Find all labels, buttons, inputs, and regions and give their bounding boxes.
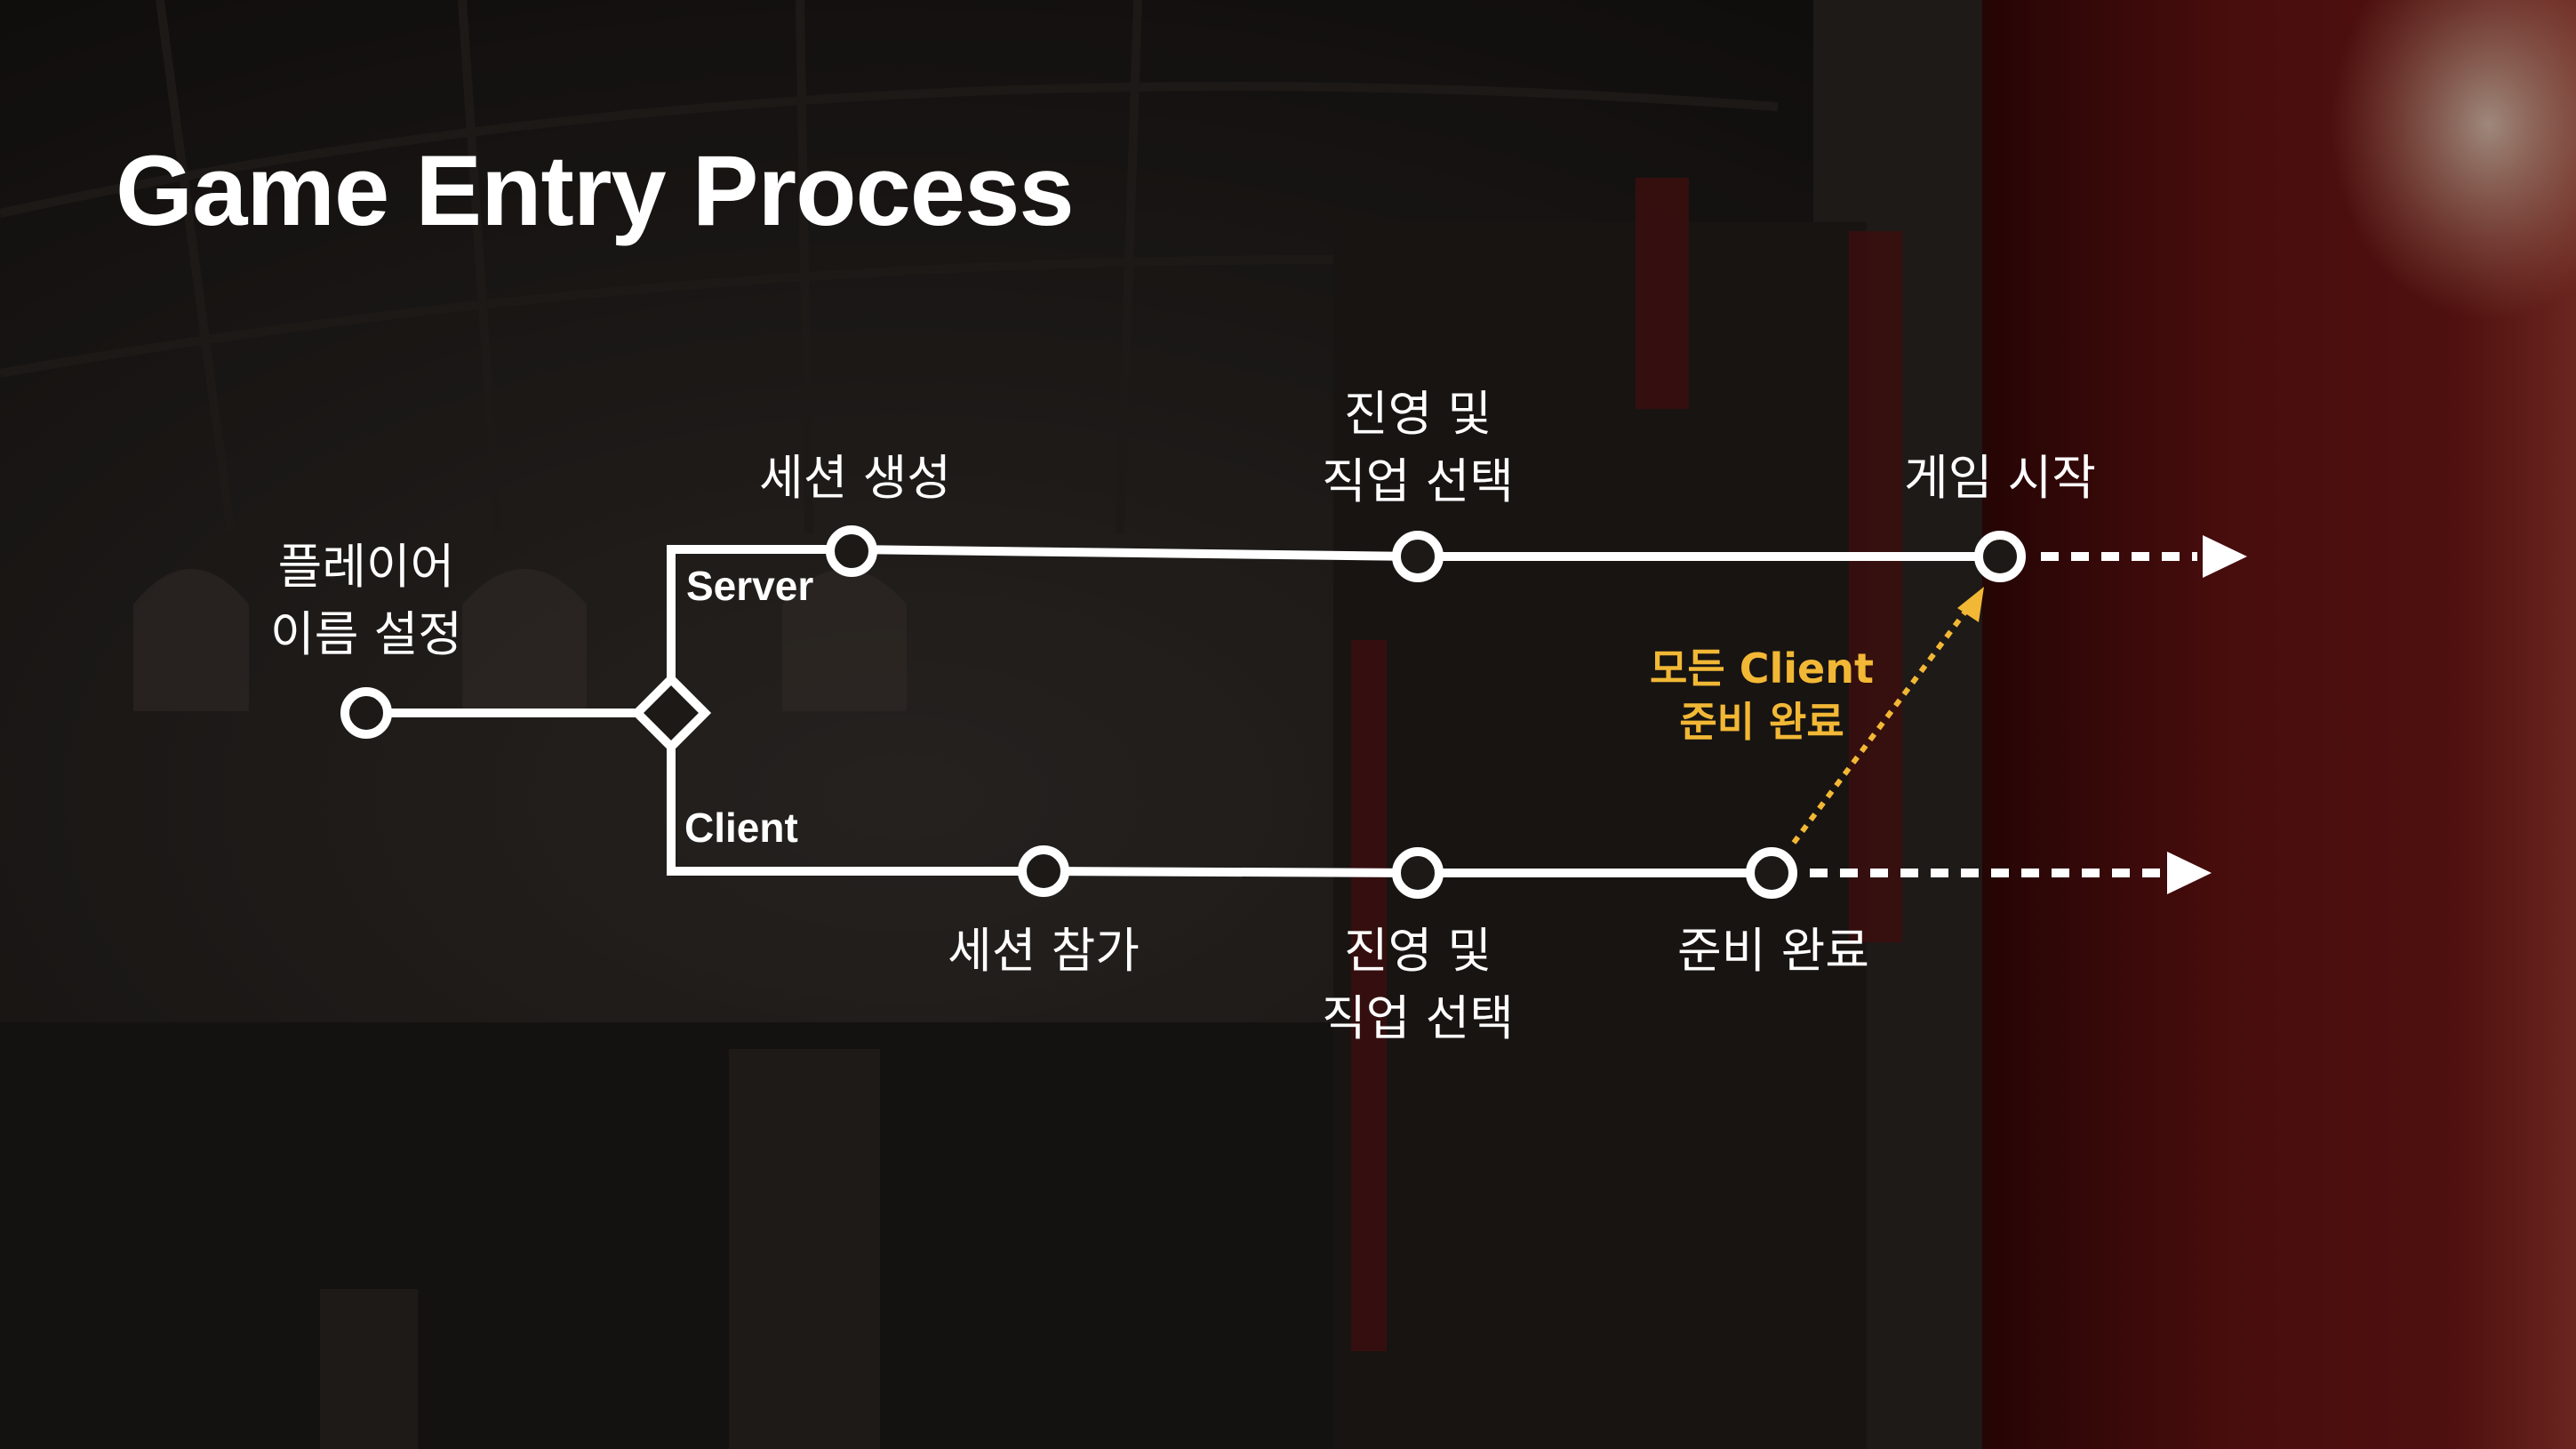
node-create-session xyxy=(826,525,877,577)
label-ready: 준비 완료 xyxy=(1677,923,1869,979)
label-game-start: 게임 시작 xyxy=(1904,450,2096,506)
client-lane-line xyxy=(667,713,1772,877)
node-ready xyxy=(1746,847,1797,899)
client-continue-arrow xyxy=(2167,852,2212,894)
node-server-faction-class xyxy=(1392,531,1444,582)
label-join-session: 세션 참가 xyxy=(948,923,1140,979)
label-server-faction-class: 진영 및 직업 선택 xyxy=(1322,386,1514,509)
node-join-session xyxy=(1018,845,1069,897)
label-create-session: 세션 생성 xyxy=(759,450,951,506)
lane-label-client: Client xyxy=(684,805,798,851)
node-client-faction-class xyxy=(1392,847,1444,899)
node-game-start xyxy=(1974,531,2026,582)
label-client-faction-class: 진영 및 직업 선택 xyxy=(1322,923,1514,1046)
server-continue-arrow xyxy=(2203,535,2247,578)
branch-diamond xyxy=(630,672,712,754)
node-player-name xyxy=(340,687,392,739)
label-player-name: 플레이어 이름 설정 xyxy=(270,539,462,662)
lane-label-server: Server xyxy=(686,563,814,609)
ready-signal-arrowhead xyxy=(1957,587,1984,622)
page-title: Game Entry Process xyxy=(116,135,1075,246)
all-clients-ready-note: 모든 Client 준비 완료 xyxy=(1650,644,1874,746)
